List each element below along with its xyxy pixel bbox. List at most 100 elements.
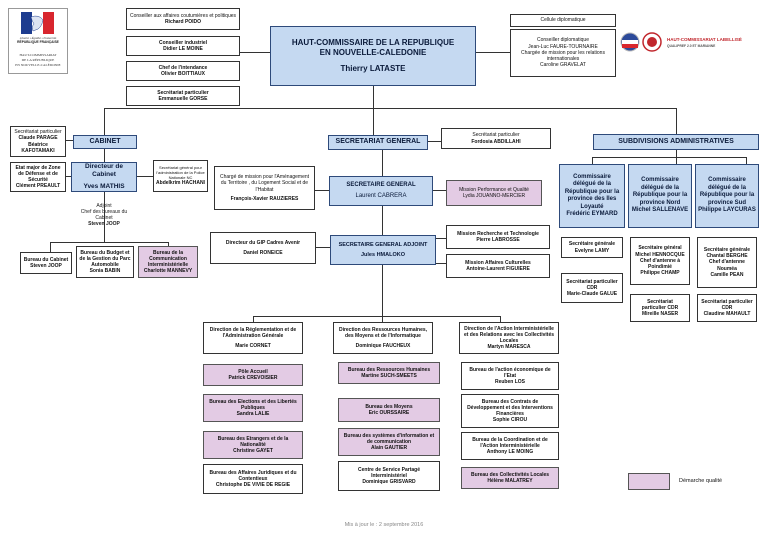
diplo-n2: Caroline GRAVELAT <box>540 62 586 69</box>
bureau-coordination[interactable]: Bureau de la Coordination et de l'Action… <box>461 432 559 460</box>
advisor-customary-affairs[interactable]: Conseiller aux affaires coutumières et p… <box>126 8 240 30</box>
mission-performance[interactable]: Mission Performance et Qualité Lydia JOU… <box>446 180 542 206</box>
logo-country: RÉPUBLIQUE FRANÇAISE <box>17 40 59 44</box>
sga-name: Jules HMALOKO <box>360 251 405 258</box>
advisor-industrial[interactable]: Conseiller industriel Didier LE MOINE <box>126 36 240 56</box>
bureau-cabinet[interactable]: Bureau du Cabinet Steven JOOP <box>20 252 72 274</box>
secretariat-name: Emmanuelle GORSE <box>158 96 208 102</box>
secretary-general[interactable]: SECRETAIRE GENERAL Laurent CABRERA <box>329 176 433 206</box>
advisor-title: Conseiller aux affaires coutumières et p… <box>129 12 237 19</box>
sd-sec-l3: Claudine MAHAULT <box>703 311 751 318</box>
connector <box>315 190 329 191</box>
connector <box>137 176 153 177</box>
bureau-juridique[interactable]: Bureau des Affaires Juridiques et du Con… <box>203 464 303 494</box>
cabinet-header[interactable]: CABINET <box>73 135 137 149</box>
bureau-collectivites[interactable]: Bureau des Collectivités Locales Hélène … <box>461 467 559 489</box>
advisor-name: Didier LE MOINE <box>163 46 203 52</box>
bureau-sic[interactable]: Bureau des systèmes d'information et de … <box>338 428 440 456</box>
bureau-contrats[interactable]: Bureau des Contrats de Développement et … <box>461 394 559 428</box>
sg-header[interactable]: SECRETARIAT GENERAL <box>328 135 428 150</box>
commissioner-iles-loyaute[interactable]: Commissaire délégué de la République pou… <box>559 164 625 228</box>
connector <box>66 140 73 141</box>
secretariat-sud[interactable]: Secrétariat particulier CDR Claudine MAH… <box>697 294 757 322</box>
bureau-moyens[interactable]: Bureau des Moyens Eric OURSSAIRE <box>338 398 440 422</box>
sg-iles-loyaute[interactable]: Secrétaire générale Evelyne LAMY <box>561 237 623 258</box>
bureau-accueil[interactable]: Pôle Accueil Patrick CREVOISIER <box>203 364 303 386</box>
mac-name: Antoine-Laurent FIGUIERE <box>466 266 530 272</box>
bureau-etrangers[interactable]: Bureau des Etrangers et de la Nationalit… <box>203 431 303 459</box>
b-name: Hélène MALATREY <box>487 478 533 484</box>
mission-territory[interactable]: Chargé de mission pour l'Aménagement du … <box>214 166 315 210</box>
sd-sec-l1: Secrétariat particulier <box>566 278 618 285</box>
chief-title: Chef de l'intendance <box>158 64 208 71</box>
b-title: Bureau des Moyens <box>365 403 413 410</box>
cm-title: Chargé de mission pour l'Aménagement du … <box>219 174 310 193</box>
sg-private-secretariat[interactable]: Secrétariat particulier Fordosia ABDILLA… <box>441 128 551 149</box>
sd-sec-l3: Mireille NASER <box>641 311 679 318</box>
gip-director[interactable]: Directeur du GIP Cadres Avenir Daniel RO… <box>210 232 316 264</box>
b-title: Bureau de la Communication Interministér… <box>147 249 188 269</box>
deputy-secretary-general[interactable]: SECRETAIRE GENERAL ADJOINT Jules HMALOKO <box>330 235 436 265</box>
cabinet-label: CABINET <box>89 137 121 145</box>
label-subtitle: QUALIPREF 2.0 ET MARIANNE <box>667 44 716 48</box>
b-title: Bureau des Etrangers et de la Nationalit… <box>217 435 289 448</box>
direction-dairc[interactable]: Direction de l'Action Interministérielle… <box>459 322 559 354</box>
mission-culture[interactable]: Mission Affaires Culturelles Antoine-Lau… <box>446 254 550 278</box>
bureau-rh[interactable]: Bureau des Ressources Humaines Martine S… <box>338 362 440 384</box>
cabinet-private-secretariat[interactable]: Secrétariat particulier Claude PARAGE Bé… <box>10 126 66 157</box>
bureau-elections[interactable]: Bureau des Elections et des Libertés Pub… <box>203 394 303 422</box>
subdivisions-header[interactable]: SUBDIVISIONS ADMINISTRATIVES <box>593 134 759 150</box>
connector <box>104 149 105 162</box>
sg-nord[interactable]: Secrétaire général Michel HENNOCQUE Chef… <box>630 237 690 285</box>
connector <box>382 150 383 317</box>
cab-sec-title: Secrétariat particulier <box>14 129 62 135</box>
b-name: Reuben LOS <box>494 379 525 386</box>
update-footer: Mis à jour le : 2 septembre 2016 <box>344 522 424 528</box>
bureau-budget[interactable]: Bureau du Budget et de la Gestion du Par… <box>76 246 134 278</box>
sd-sec-l2: particulier CDR <box>641 304 679 311</box>
connector <box>433 190 446 191</box>
b-name: Sandra LALIE <box>236 411 270 418</box>
logo-motto: Liberté • Égalité • Fraternité <box>19 36 57 40</box>
sg-sud[interactable]: Secrétaire générale Chantal BERGHE Chef … <box>697 237 757 288</box>
dir-title: Direction de la Réglementation et de l'A… <box>209 327 297 340</box>
logo-line-2: DE LA RÉPUBLIQUE <box>21 58 55 62</box>
defense-zone-staff[interactable]: Etat major de Zone de Défense et de Sécu… <box>10 162 66 192</box>
sd-sec-l1: Secrétariat <box>647 298 673 305</box>
commissioner-sud[interactable]: Commissaire délégué de la République pou… <box>695 164 759 228</box>
sd-sec-l3: Marie-Claude GALUE <box>566 291 618 298</box>
b-name: Christophe DE VIVIE DE REGIE <box>215 482 291 489</box>
direction-drag[interactable]: Direction de la Réglementation et de l'A… <box>203 322 303 354</box>
connector <box>50 242 51 252</box>
centre-service-partage[interactable]: Centre de Service Partagé Interministéri… <box>338 461 440 491</box>
sd-sec-l2: CDR <box>721 304 733 311</box>
mission-research[interactable]: Mission Recherche et Technologie Pierre … <box>446 225 550 249</box>
private-secretariat-hc[interactable]: Secrétariat particulier Emmanuelle GORSE <box>126 86 240 106</box>
diplo-title: Cellule diplomatique <box>540 17 586 24</box>
dir-name: Martyn MARESCA <box>487 344 531 351</box>
cab-sec-name-1: Claude PARAGE <box>18 135 58 142</box>
diplomatic-cell[interactable]: Conseiller diplomatique Jean-Luc FAURE-T… <box>510 29 616 77</box>
secretariat-nord[interactable]: Secrétariat particulier CDR Mireille NAS… <box>630 294 690 322</box>
connector <box>253 316 254 322</box>
diplomatic-cell-title[interactable]: Cellule diplomatique <box>510 14 616 27</box>
connector <box>373 108 374 135</box>
connector <box>592 157 747 158</box>
cdr-title: Commissaire délégué de la République pou… <box>699 177 755 206</box>
sd-sec-l2: CDR <box>586 284 598 291</box>
b-title: Bureau du Cabinet <box>23 256 69 263</box>
secretariat-title: Secrétariat particulier <box>157 89 209 96</box>
connector <box>253 316 501 317</box>
chief-stewardship[interactable]: Chef de l'intendance Olivier BOITTIAUX <box>126 61 240 81</box>
police-admin-sg[interactable]: Secrétariat général pour l'administratio… <box>153 160 208 192</box>
bureau-action-economique[interactable]: Bureau de l'action économique de l'Etat … <box>461 362 559 390</box>
bureau-communication[interactable]: Bureau de la Communication Interministér… <box>138 246 198 278</box>
connector <box>316 247 330 248</box>
commissioner-nord[interactable]: Commissaire délégué de la République pou… <box>628 164 692 228</box>
high-commissioner-box[interactable]: HAUT-COMMISSAIRE DE LA REPUBLIQUE EN NOU… <box>270 26 476 86</box>
b-name: Alain GAUTIER <box>370 445 408 452</box>
cabinet-director[interactable]: Directeur de Cabinet Yves MATHIS <box>71 162 137 192</box>
adj-sub: Chef des bureaux du Cabinet <box>80 209 128 221</box>
direction-drhmi[interactable]: Direction des Ressources Humaines, des M… <box>333 322 433 354</box>
secretariat-iles-loyaute[interactable]: Secrétariat particulier CDR Marie-Claude… <box>561 273 623 303</box>
